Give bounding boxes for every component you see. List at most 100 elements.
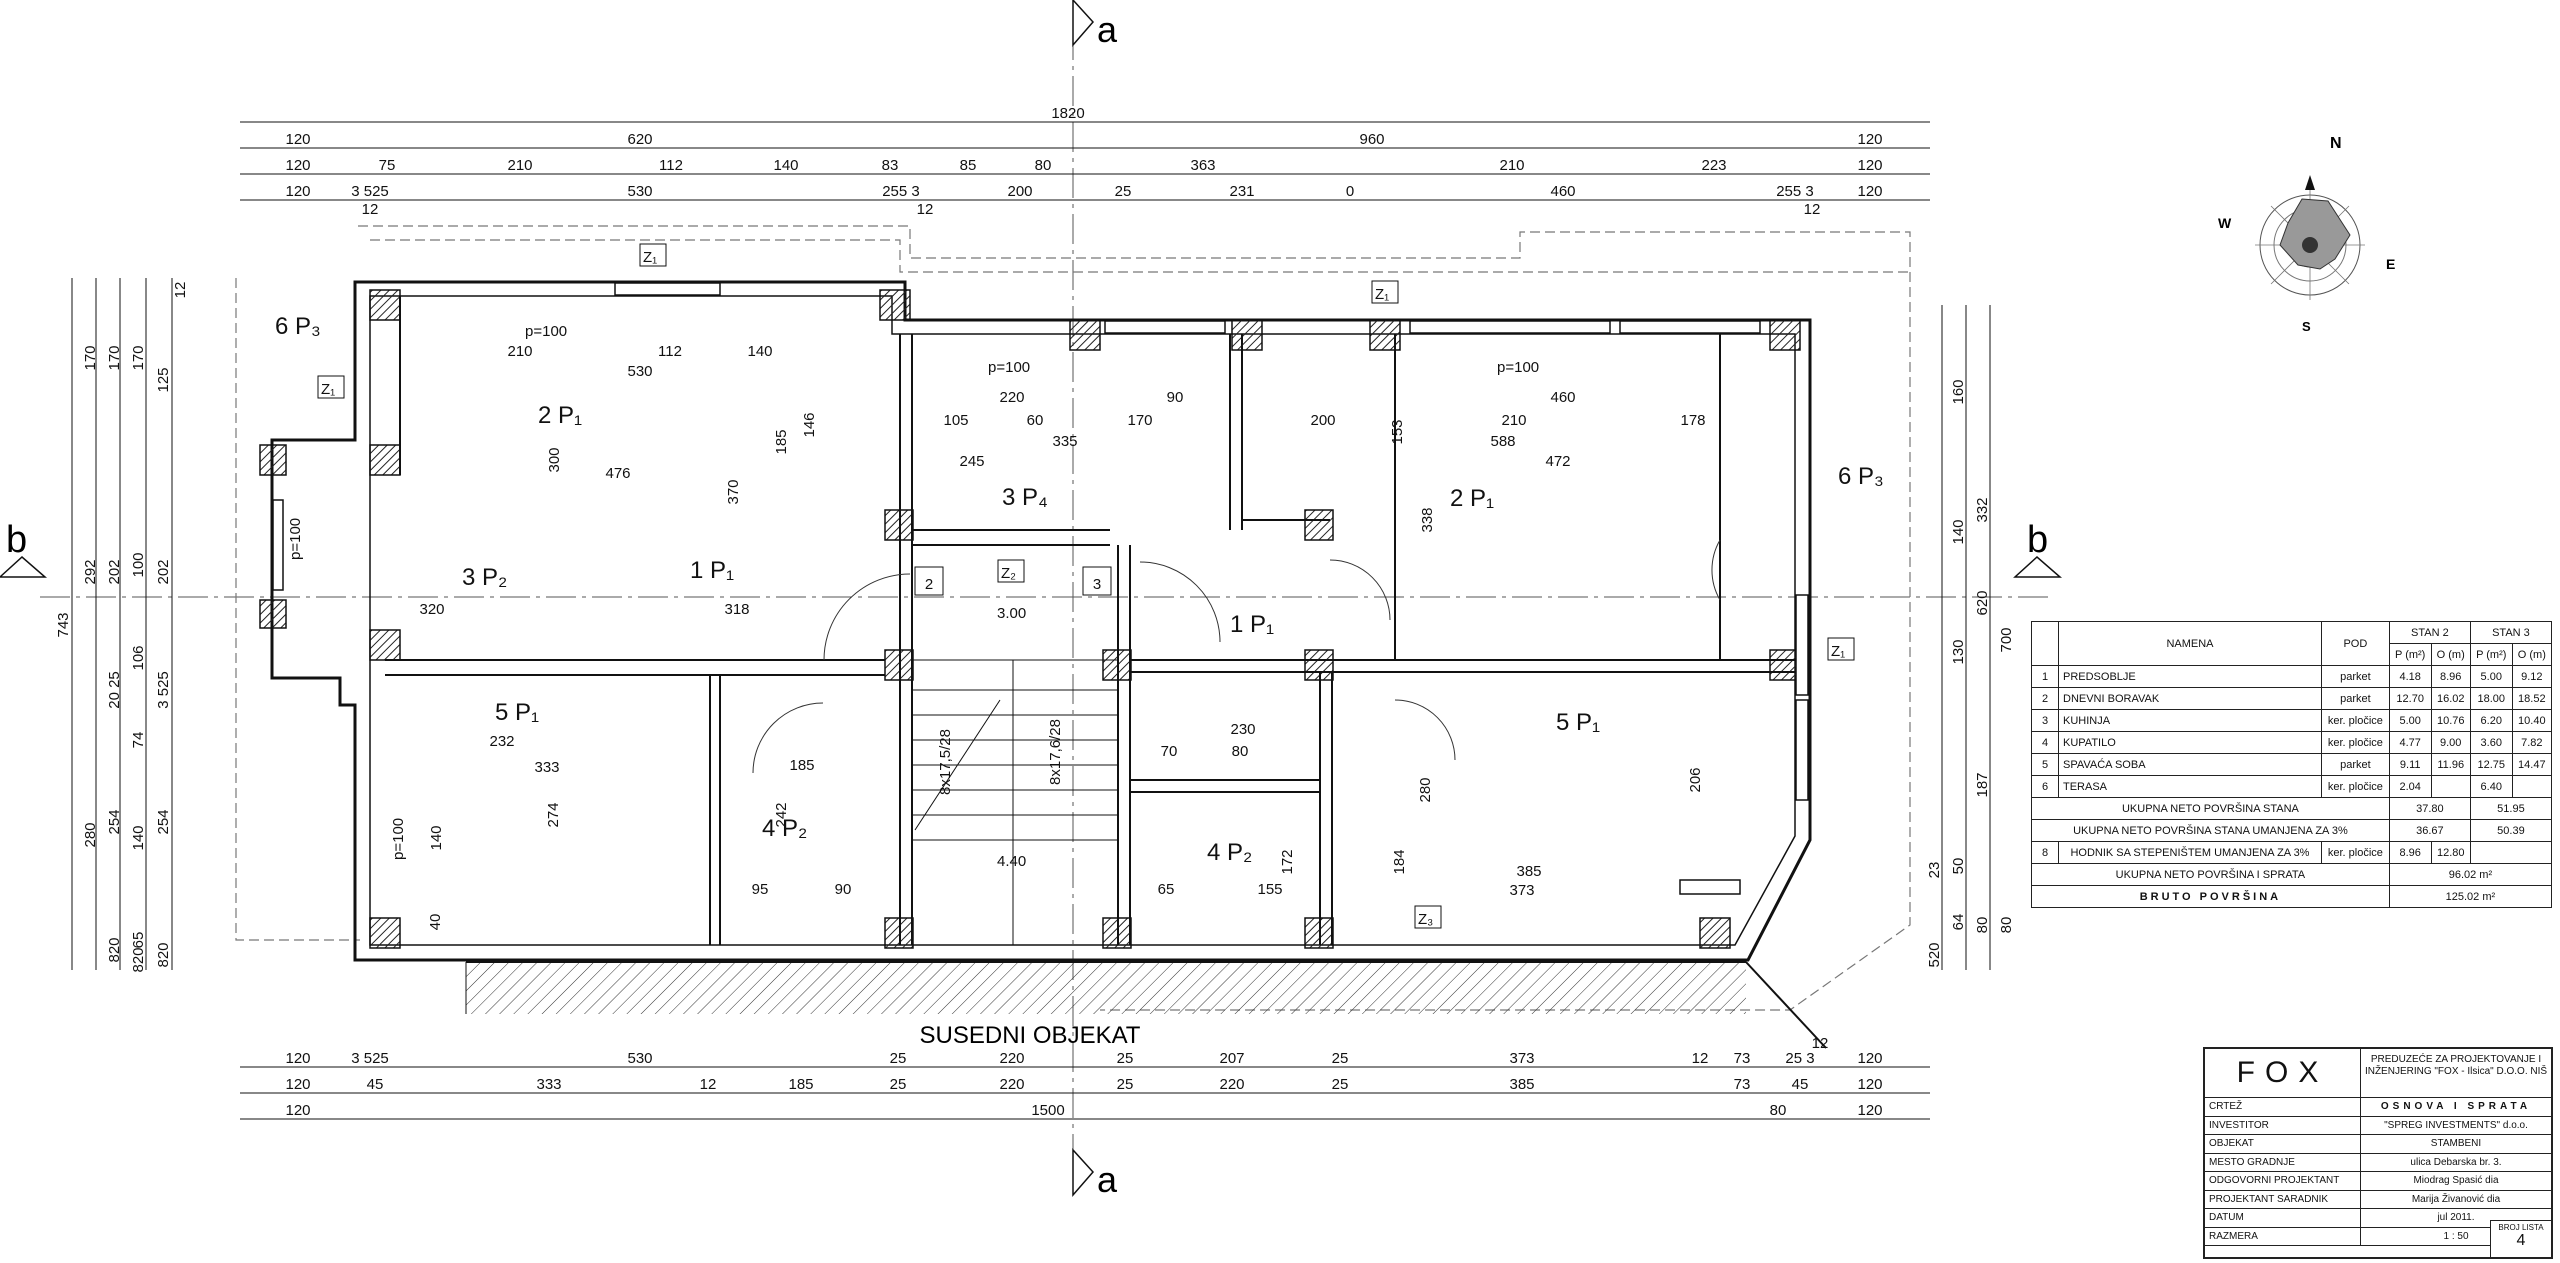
room-number: 6 <box>1838 463 1851 490</box>
left-dim: 820 <box>130 947 147 972</box>
interior-dim: 185 <box>789 757 814 774</box>
area-table: NAMENA POD STAN 2 STAN 3 P (m²) O (m) P … <box>2031 621 2553 908</box>
stair-box-2: 2 <box>925 576 933 593</box>
table-cell: 2.04 <box>2388 775 2432 798</box>
table-cell: parket <box>2320 687 2390 710</box>
table-cell: 4.77 <box>2388 731 2432 754</box>
left-dim: 280 <box>82 822 99 847</box>
interior-dim: 80 <box>1232 743 1249 760</box>
table-row: 1 PREDSOBLJE parket 4.18 8.96 5.00 9.12 <box>2031 665 2553 688</box>
table-cell: ker. pločice <box>2320 775 2390 798</box>
top-dim: 140 <box>773 157 798 174</box>
table-cell: ker. pločice <box>2320 709 2390 732</box>
interior-dim: 153 <box>1389 419 1406 444</box>
room-number: 1 <box>690 557 703 584</box>
bottom-dimension-texts: 120 3 525 530 25 220 25 207 25 373 12 73… <box>285 1035 1882 1119</box>
table-cell: 4 <box>2031 731 2059 754</box>
room-code: P₂ <box>1227 839 1252 866</box>
table-row: 4 KUPATILO ker. pločice 4.77 9.00 3.60 7… <box>2031 731 2553 754</box>
table-cell: UKUPNA NETO POVRŠINA STANA UMANJENA ZA 3… <box>2031 819 2390 842</box>
interior-dim: p=100 <box>287 518 304 560</box>
interior-dim: p=100 <box>988 359 1030 376</box>
title-value: 1 : 50 <box>2443 1230 2469 1242</box>
top-dim: 120 <box>1857 183 1882 200</box>
bottom-dim: 120 <box>285 1076 310 1093</box>
interior-dim: 200 <box>1310 412 1335 429</box>
table-header: NAMENA <box>2058 621 2322 666</box>
interior-dim: 333 <box>534 759 559 776</box>
right-dim: 160 <box>1950 379 1967 404</box>
table-cell <box>2430 775 2471 798</box>
table-cell <box>2469 841 2553 864</box>
top-dim: 363 <box>1190 157 1215 174</box>
table-header: O (m) <box>2511 643 2553 666</box>
bottom-dim: 185 <box>788 1076 813 1093</box>
upper-floor-outline <box>235 225 1911 1011</box>
interior-dim: 230 <box>1230 721 1255 738</box>
top-dim: 120 <box>1857 157 1882 174</box>
room-label: 3 P₄ <box>1002 484 1048 511</box>
table-cell: 5.00 <box>2388 709 2432 732</box>
room-code: P₁ <box>515 699 539 726</box>
interior-dim: 170 <box>1127 412 1152 429</box>
table-cell <box>2031 621 2059 666</box>
interior-dim: 280 <box>1417 777 1434 802</box>
top-dimension-texts: 1820 120 620 960 120 120 75 210 112 140 … <box>285 105 1882 218</box>
title-key: OBJEKAT <box>2205 1135 2361 1153</box>
top-dim: 12 <box>917 201 934 218</box>
company-logo: FOX <box>2205 1049 2361 1097</box>
bottom-dim: 220 <box>999 1076 1024 1093</box>
room-number: 1 <box>1230 611 1243 638</box>
interior-dim: 220 <box>999 389 1024 406</box>
right-dim: 130 <box>1950 639 1967 664</box>
top-dim: 120 <box>285 157 310 174</box>
room-number: 3 <box>1002 484 1015 511</box>
interior-dim: 40 <box>427 914 444 931</box>
bottom-dim: 12 <box>700 1076 717 1093</box>
structural-columns <box>259 289 1801 949</box>
table-cell: 1 <box>2031 665 2059 688</box>
room-label: 5 P₁ <box>1556 709 1600 736</box>
section-line-b: b b <box>0 519 2063 598</box>
interior-dim: p=100 <box>390 818 407 860</box>
right-dim: 80 <box>1974 917 1991 934</box>
sheet-number-box: BROJ LISTA 4 <box>2490 1220 2551 1257</box>
compass-rose: N S E W <box>2218 135 2395 334</box>
left-dim: 20 25 <box>106 671 123 709</box>
table-cell: BRUTO POVRŠINA <box>2031 885 2390 908</box>
room-number: 2 <box>538 402 551 429</box>
table-cell: UKUPNA NETO POVRŠINA I SPRATA <box>2031 863 2390 886</box>
left-dim: 170 <box>130 345 147 370</box>
interior-dim: 90 <box>835 881 852 898</box>
bottom-dim: 25 <box>890 1076 907 1093</box>
table-cell: 36.67 <box>2388 819 2471 842</box>
compass-s: S <box>2302 319 2311 334</box>
stair-box-3: 3 <box>1093 576 1101 593</box>
top-dim: 12 <box>1804 201 1821 218</box>
table-cell: 9.12 <box>2511 665 2553 688</box>
bottom-dim: 25 <box>1332 1076 1349 1093</box>
interior-dim: 70 <box>1161 743 1178 760</box>
table-row: UKUPNA NETO POVRŠINA STANA 37.80 51.95 <box>2031 797 2553 820</box>
top-dim: 0 <box>1346 183 1354 200</box>
table-header: P (m²) <box>2388 643 2432 666</box>
bottom-dim: 385 <box>1509 1076 1534 1093</box>
left-dim: 820 <box>155 942 172 967</box>
room-number: 6 <box>275 313 288 340</box>
right-dim: 23 <box>1926 862 1943 879</box>
right-dim: 187 <box>1974 772 1991 797</box>
room-label: 1 P₁ <box>690 557 734 584</box>
top-dim: 12 <box>362 201 379 218</box>
top-dim: 530 <box>627 183 652 200</box>
interior-dim: 476 <box>605 465 630 482</box>
top-dim: 255 3 <box>882 183 920 200</box>
top-dim: 620 <box>627 131 652 148</box>
interior-dim: 90 <box>1167 389 1184 406</box>
top-dim: 120 <box>285 183 310 200</box>
table-cell: 11.96 <box>2430 753 2471 776</box>
table-cell: 2 <box>2031 687 2059 710</box>
interior-dim: 112 <box>658 343 682 360</box>
room-code: P₄ <box>1022 484 1048 511</box>
